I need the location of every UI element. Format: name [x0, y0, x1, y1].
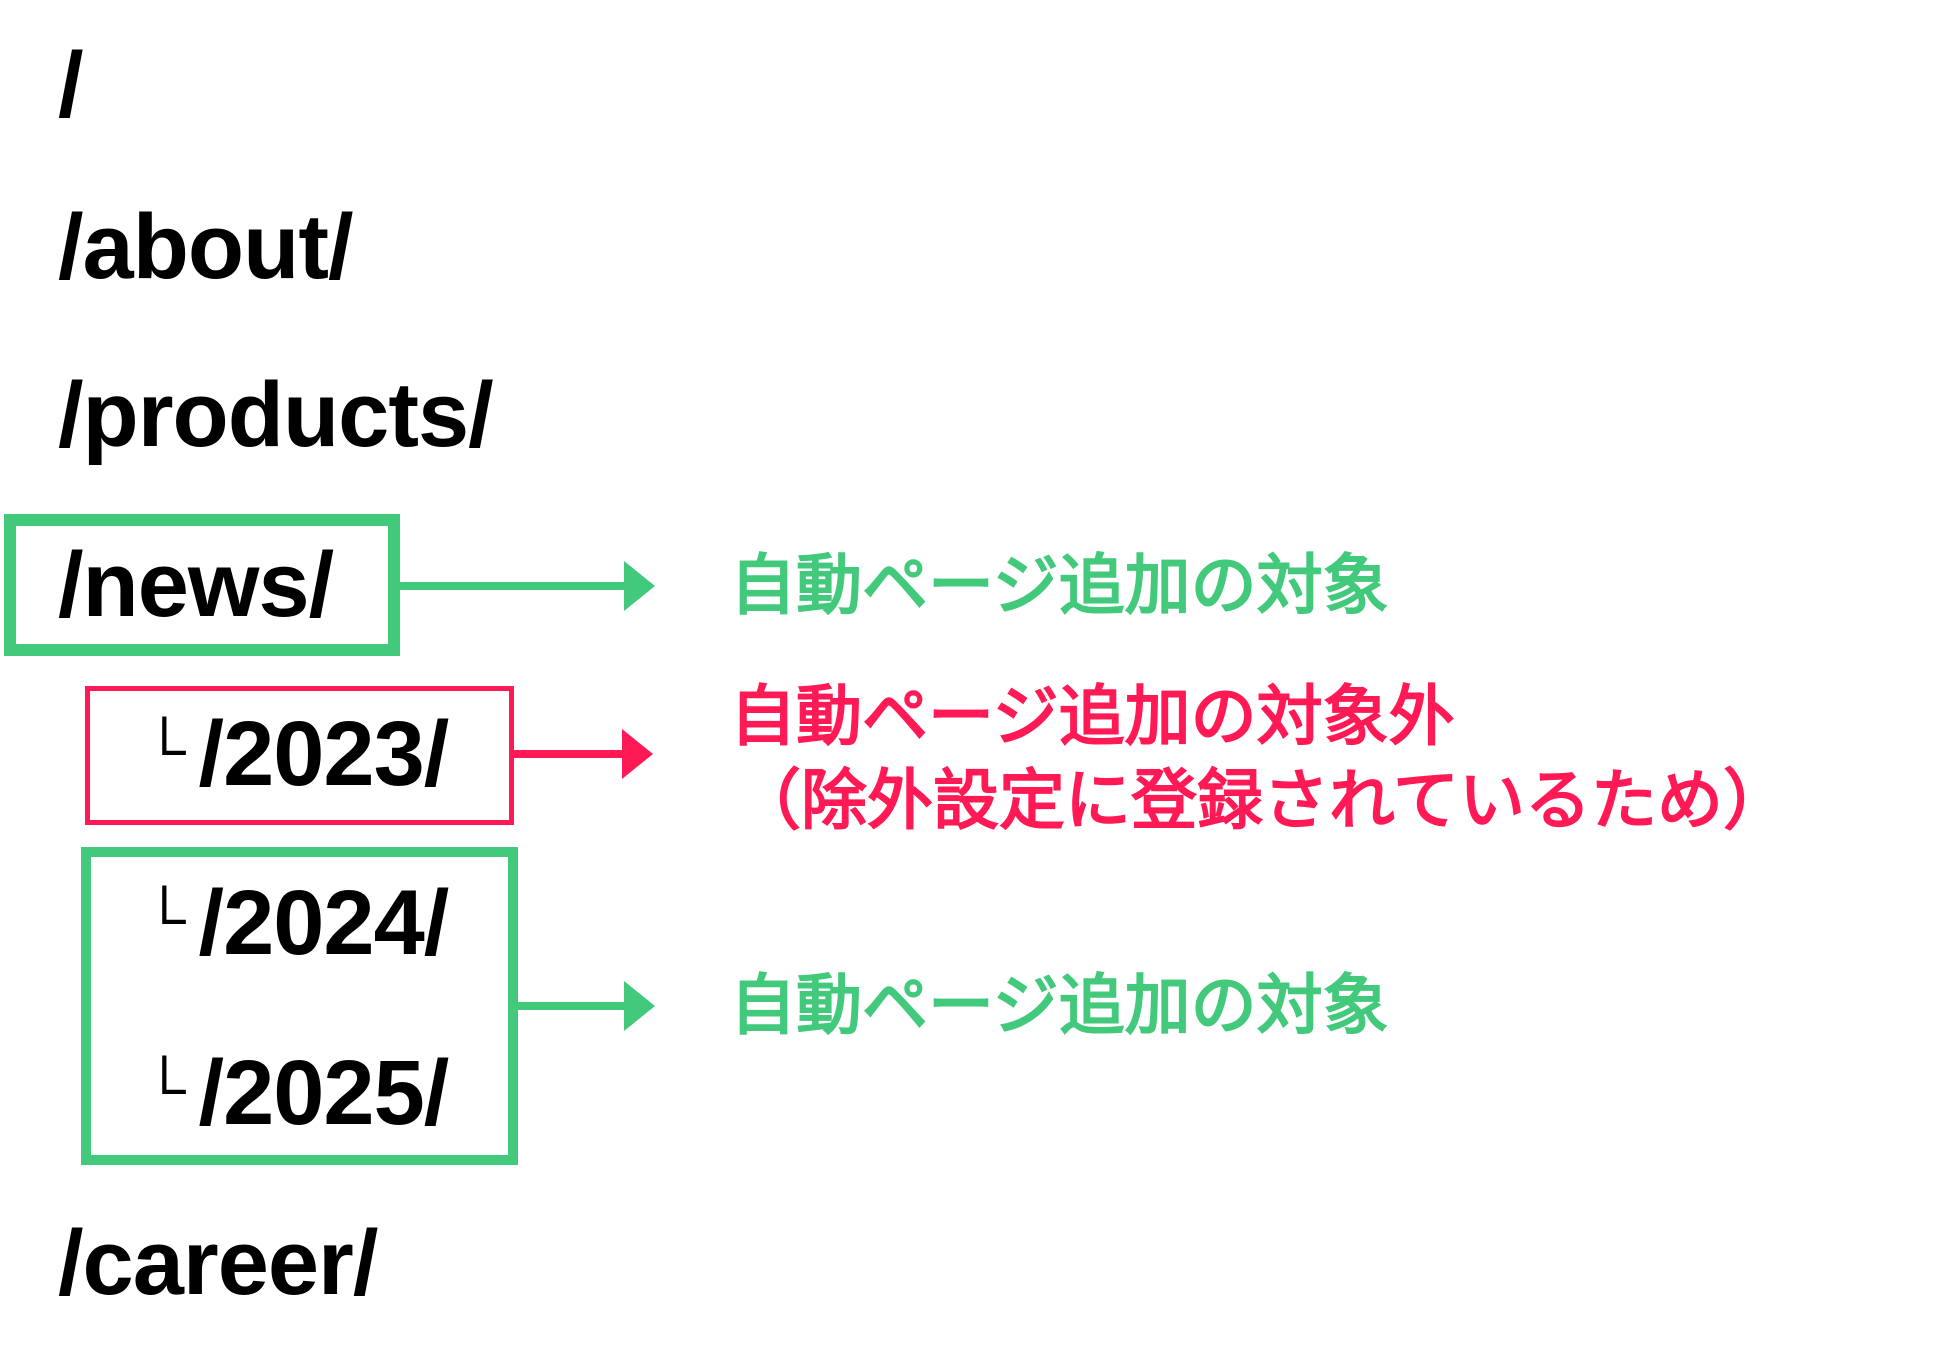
tree-branch-icon: └ [143, 886, 186, 953]
2023-annotation-line1: 自動ページ追加の対象外 [730, 678, 1455, 755]
path-2024-label: /2024/ [198, 872, 450, 974]
path-about: /about/ [58, 196, 354, 298]
path-2023: └/2023/ [143, 699, 450, 809]
path-root: / [58, 34, 84, 136]
path-career: /career/ [58, 1212, 378, 1314]
path-2023-label: /2023/ [198, 703, 450, 805]
path-2024: └/2024/ [143, 868, 450, 978]
tree-branch-icon: └ [143, 717, 186, 784]
path-2025-label: /2025/ [198, 1042, 450, 1144]
2024-2025-highlight-box [81, 847, 518, 1165]
path-news: /news/ [58, 534, 334, 636]
2023-annotation-line2: （除外設定に登録されているため） [735, 762, 1790, 839]
tree-branch-icon: └ [143, 1056, 186, 1123]
2023-highlight-box [85, 686, 514, 825]
path-2025: └/2025/ [143, 1038, 450, 1148]
news-annotation: 自動ページ追加の対象 [730, 547, 1389, 624]
news-highlight-box [4, 514, 400, 656]
2024-2025-annotation: 自動ページ追加の対象 [730, 967, 1389, 1044]
path-products: /products/ [58, 364, 494, 466]
